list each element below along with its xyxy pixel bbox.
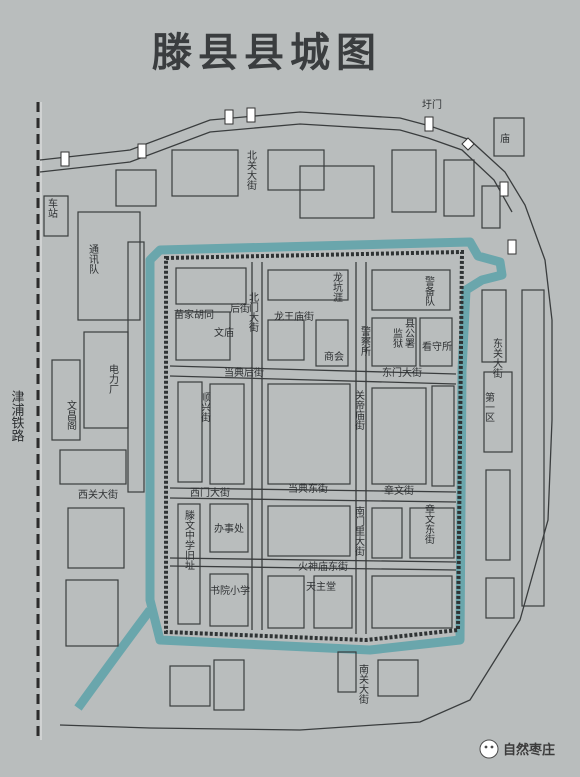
label-dangxiangdong: 当典东街 (288, 482, 328, 495)
outer-wall-road (39, 111, 553, 731)
label-banshichu: 办事处 (214, 522, 244, 535)
label-rail: 津浦铁路 (9, 390, 25, 442)
moat (145, 237, 507, 655)
label-ximen: 西门大街 (190, 486, 230, 499)
label-nanguan: 南关大街 (357, 663, 369, 705)
watermark-text: 自然枣庄 (503, 742, 555, 758)
watermark: 自然枣庄 (479, 739, 555, 759)
label-shuyuan: 书院小学 (210, 584, 250, 597)
label-power: 电力厂 (107, 363, 119, 395)
label-miaojia: 苗家胡同 (174, 308, 214, 321)
label-diyiqu: 第一区 (483, 391, 495, 422)
city-wall (164, 249, 465, 643)
label-zhangwendong: 章文东街 (423, 503, 435, 545)
map-labels: 津浦铁路 车站 通讯队 电力厂 文昌阁 西关大街 北关大街 圩门 庙 龙王庙街 … (9, 98, 511, 705)
label-wenchang: 文昌阁 (65, 399, 77, 431)
label-wenmiao: 文庙 (214, 326, 234, 339)
inner-roads (169, 262, 457, 634)
label-tengwen: 滕文中学旧址 (183, 509, 195, 570)
label-longkeng: 龙坑涯 (331, 271, 343, 303)
label-xiangongshu: 县公署 (403, 318, 415, 348)
label-guandi: 关帝庙街 (353, 389, 365, 431)
gate-tower-icon (60, 107, 517, 255)
label-dangxianghou: 当典后街 (224, 366, 264, 379)
label-zhangwen: 章文街 (384, 484, 414, 497)
outer-blocks (43, 117, 545, 711)
label-jianyu: 监狱 (391, 327, 403, 349)
label-houjie: 后街 (230, 302, 250, 315)
label-station: 车站 (46, 197, 58, 219)
label-jingbeidui: 警备队 (423, 275, 435, 307)
label-xiguan: 西关大街 (78, 488, 118, 501)
label-dongmen: 东门大街 (382, 366, 422, 379)
label-nanmen: 南门里大街 (353, 505, 365, 557)
label-beiguan: 北关大街 (245, 150, 257, 191)
label-longwangmiao: 龙王庙街 (274, 310, 314, 323)
wechat-icon (479, 739, 499, 759)
label-huoshen: 火神庙东街 (298, 560, 348, 573)
label-wenmen: 圩门 (422, 98, 442, 111)
map-title: 滕县县城图 (152, 30, 382, 76)
label-kanshousuo: 看守所 (422, 340, 452, 353)
label-temple: 庙 (500, 132, 510, 145)
label-beimen: 北门大街 (247, 292, 259, 333)
label-dongguan: 东关大街 (491, 337, 503, 379)
city-blocks (175, 267, 455, 629)
label-shunxing: 顺兴街 (199, 392, 211, 423)
label-tianzhutang: 天主堂 (306, 581, 336, 593)
railway-icon (36, 102, 42, 740)
label-shanghui: 商会 (324, 350, 344, 363)
label-comm: 通讯队 (87, 244, 99, 275)
label-jingchasuo: 警察所 (359, 325, 371, 357)
